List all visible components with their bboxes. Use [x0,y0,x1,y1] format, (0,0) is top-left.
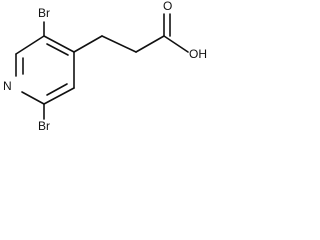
chemical-structure-canvas: Br Br N O OH [0,0,234,138]
bond-c-oh [163,35,189,53]
atom-label-oh: OH [189,47,207,61]
bond-c3-c4 [43,35,75,53]
bond-c5-c6 [43,87,75,105]
atom-label-br-bottom: Br [38,119,50,133]
double-bond-c5-c6-inner [46,83,68,96]
atom-label-o-carbonyl: O [163,0,172,13]
atom-label-n-ring: N [3,79,12,93]
bond-c4-ch2 [73,35,103,53]
bond-c2-c3 [15,35,45,55]
bond-ch2-cooh [135,35,165,53]
atom-label-br-top: Br [38,6,50,20]
substituent-bonds [43,13,189,120]
bond-c6-n [21,91,45,105]
pyridine-ring [15,35,75,105]
molecule-diagram: Br Br N O OH [3,0,207,133]
double-bond-c3-c4-inner [46,43,69,56]
bond-ch2-ch2 [101,35,137,53]
